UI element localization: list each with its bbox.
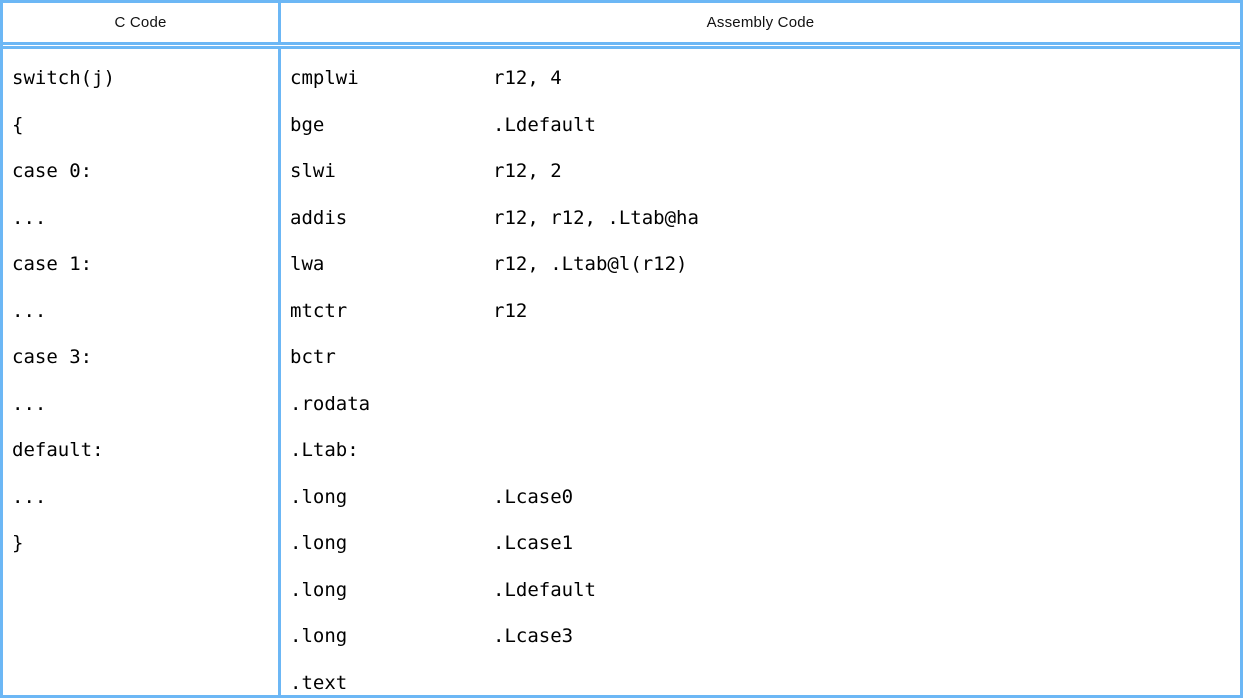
assembly-mnemonic: slwi	[290, 160, 336, 182]
assembly-code-line: .long .Lcase0	[281, 474, 1240, 521]
assembly-operand: r12	[493, 299, 528, 322]
c-code-line: }	[3, 520, 278, 567]
table-body: switch(j) { case 0:... case 1:... case 3:...…	[3, 49, 1240, 695]
c-code-line-text: ...	[12, 206, 47, 229]
assembly-operand: r12, .Ltab@l(r12)	[493, 253, 688, 275]
assembly-code-line: .long .Lcase1	[281, 520, 1240, 567]
c-code-line-text: case 0:	[12, 160, 93, 182]
c-code-line: ...	[3, 288, 278, 335]
column-header-c-code: C Code	[3, 3, 281, 42]
assembly-mnemonic: lwa	[290, 253, 325, 275]
header-double-rule	[3, 42, 1240, 49]
assembly-operand: r12, 2	[493, 160, 562, 182]
assembly-code-line: .long .Ldefault	[281, 567, 1240, 614]
assembly-operand: .Lcase3	[493, 625, 574, 647]
c-code-line-text: }	[12, 532, 24, 554]
c-code-line-text: ...	[12, 299, 47, 322]
assembly-code-line: .Ltab:	[281, 427, 1240, 474]
assembly-code-line: .long .Lcase3	[281, 613, 1240, 660]
c-code-cell: switch(j) { case 0:... case 1:... case 3:...…	[3, 49, 281, 695]
assembly-code-line: bctr	[281, 334, 1240, 381]
assembly-operand: r12, r12, .Ltab@ha	[493, 206, 699, 229]
assembly-operand: .Lcase0	[493, 485, 574, 508]
assembly-mnemonic: .long	[290, 532, 348, 554]
c-code-line-text: case 1:	[12, 253, 93, 275]
assembly-code-line: .text	[281, 660, 1240, 696]
c-code-line: default:	[3, 427, 278, 474]
assembly-operand: r12, 4	[493, 67, 562, 89]
assembly-mnemonic: .Ltab:	[290, 439, 359, 461]
c-code-line-text: case 3:	[12, 346, 93, 368]
c-code-line: ...	[3, 474, 278, 521]
assembly-mnemonic: bctr	[290, 346, 336, 368]
assembly-mnemonic: cmplwi	[290, 67, 359, 89]
c-code-line: case 0:	[3, 148, 278, 195]
c-code-line: switch(j)	[3, 55, 278, 102]
assembly-mnemonic: .long	[290, 625, 348, 647]
assembly-code-line: mtctr r12	[281, 288, 1240, 335]
assembly-code-line: bge .Ldefault	[281, 102, 1240, 149]
c-code-line: {	[3, 102, 278, 149]
assembly-mnemonic: .rodata	[290, 392, 371, 415]
assembly-mnemonic: .text	[290, 671, 348, 694]
c-code-line-text: ...	[12, 485, 47, 508]
assembly-code-line: lwa r12, .Ltab@l(r12)	[281, 241, 1240, 288]
assembly-code-line: slwi r12, 2	[281, 148, 1240, 195]
assembly-code-line: addis r12, r12, .Ltab@ha	[281, 195, 1240, 242]
assembly-code-line: .rodata	[281, 381, 1240, 428]
c-code-line-text: {	[12, 113, 24, 136]
assembly-mnemonic: .long	[290, 485, 348, 508]
assembly-code-cell: cmplwi r12, 4 bge .Ldefault slwi r12, 2 addis r…	[281, 49, 1240, 695]
assembly-code-line: cmplwi r12, 4	[281, 55, 1240, 102]
table-header-row: C Code Assembly Code	[3, 3, 1240, 42]
assembly-operand: .Ldefault	[493, 113, 596, 136]
assembly-operand: .Lcase1	[493, 532, 574, 554]
assembly-operand: .Ldefault	[493, 578, 596, 601]
c-code-line-text: switch(j)	[12, 67, 115, 89]
c-code-line: ...	[3, 381, 278, 428]
c-code-line-text: default:	[12, 439, 104, 461]
assembly-mnemonic: addis	[290, 206, 348, 229]
assembly-mnemonic: mtctr	[290, 299, 348, 322]
c-code-line-text: ...	[12, 392, 47, 415]
c-code-line: case 3:	[3, 334, 278, 381]
assembly-mnemonic: bge	[290, 113, 325, 136]
c-code-line: case 1:	[3, 241, 278, 288]
assembly-mnemonic: .long	[290, 578, 348, 601]
c-code-line: ...	[3, 195, 278, 242]
column-header-assembly-code: Assembly Code	[706, 14, 815, 31]
